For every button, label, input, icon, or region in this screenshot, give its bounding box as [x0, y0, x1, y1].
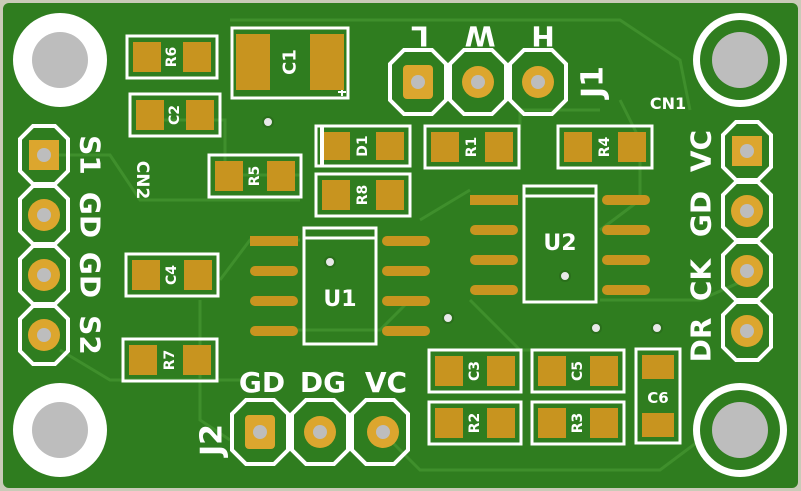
cn2-pin-label-2: GD — [74, 192, 107, 238]
cn1-pin-label-2: GD — [685, 191, 718, 237]
j1-pin-label-3: H — [531, 20, 554, 53]
c1-label: C1 — [280, 49, 301, 75]
cn1-pin-3-hole — [740, 264, 754, 278]
j1-pin-1-hole — [411, 75, 425, 89]
mounting-hole-bottom-left — [13, 383, 107, 477]
component-r6: R6 — [125, 34, 219, 80]
component-d1: D1 — [314, 124, 412, 168]
cn2-designator: CN2 — [132, 161, 152, 200]
component-c3: C3 — [427, 348, 523, 394]
j2-header — [230, 398, 410, 466]
part-label: R6 — [164, 47, 180, 68]
part-label: C6 — [647, 389, 668, 407]
component-c5: C5 — [530, 348, 626, 394]
cn1-pin-1-hole — [740, 144, 754, 158]
ic-u2: U2 — [470, 184, 650, 304]
j1-designator: J1 — [576, 66, 611, 100]
component-r7: R7 — [121, 337, 219, 383]
part-label: C2 — [167, 105, 183, 125]
j2-designator: J2 — [195, 424, 230, 458]
cn2-pin-2-hole — [37, 208, 51, 222]
component-r2: R2 — [427, 400, 523, 446]
j1-header — [388, 48, 568, 116]
j2-pin-label-2: DG — [300, 366, 346, 399]
part-label: R1 — [464, 137, 480, 158]
cn1-pin-label-3: CK — [685, 258, 718, 302]
part-label: D1 — [355, 135, 371, 156]
cn1-pin-4-hole — [740, 324, 754, 338]
cn1-pin-label-4: DR — [685, 318, 718, 363]
component-r3: R3 — [530, 400, 626, 446]
j1-pin-label-1: L — [411, 20, 429, 53]
j1-pin-2-hole — [471, 75, 485, 89]
component-r5: R5 — [207, 153, 303, 199]
part-label: R2 — [467, 413, 483, 434]
part-label: R8 — [355, 185, 371, 206]
vias — [262, 116, 663, 334]
j1-pin-label-2: W — [464, 20, 495, 53]
part-label: C3 — [467, 361, 483, 381]
cn2-pin-label-4: S2 — [74, 315, 107, 355]
part-label: C5 — [570, 361, 586, 381]
part-label: R4 — [597, 136, 613, 157]
cn1-pin-label-1: VC — [685, 130, 718, 172]
component-r4: R4 — [556, 124, 654, 170]
component-c2: C2 — [128, 92, 222, 138]
cn1-header — [721, 120, 773, 362]
j1-pin-3-hole — [531, 75, 545, 89]
part-label: R5 — [247, 166, 263, 187]
component-r8: R8 — [314, 172, 412, 218]
mounting-hole-top-right — [693, 13, 787, 107]
capacitor-c1: C1 — [230, 26, 350, 100]
mounting-hole-bottom-right — [693, 383, 787, 477]
j2-pin-label-1: GD — [239, 366, 285, 399]
cn2-pin-label-3: GD — [74, 252, 107, 298]
cn2-pin-4-hole — [37, 328, 51, 342]
j2-pin-1-hole — [253, 425, 267, 439]
component-c6: C6 — [634, 347, 682, 445]
u1-label: U1 — [323, 287, 356, 312]
part-label: R7 — [162, 350, 178, 371]
j2-pin-label-3: VC — [365, 366, 407, 399]
j2-pin-2-hole — [313, 425, 327, 439]
mounting-hole-top-left — [13, 13, 107, 107]
part-label: C4 — [164, 265, 180, 285]
component-r1: R1 — [423, 124, 521, 170]
part-label: R3 — [570, 413, 586, 434]
j2-pin-3-hole — [376, 425, 390, 439]
cn2-pin-1-hole — [37, 148, 51, 162]
cn2-pin-3-hole — [37, 268, 51, 282]
cn1-designator: CN1 — [650, 94, 686, 113]
cn1-pin-2-hole — [740, 204, 754, 218]
cn2-pin-label-1: S1 — [74, 135, 107, 175]
component-c4: C4 — [124, 252, 220, 298]
cn2-header — [18, 124, 70, 366]
u2-label: U2 — [543, 231, 576, 256]
ic-u1: U1 — [250, 226, 430, 346]
